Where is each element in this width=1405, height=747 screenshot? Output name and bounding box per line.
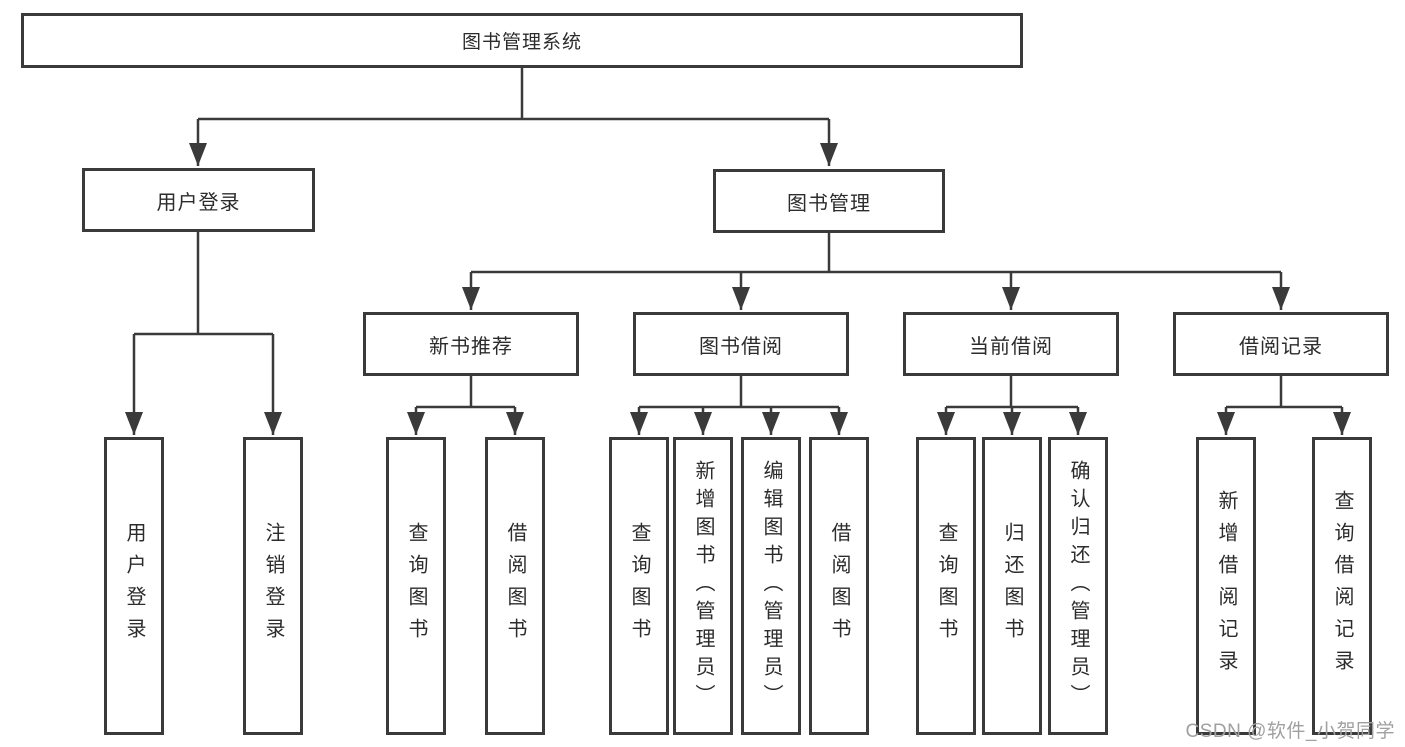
node-borrowing-records: 借阅记录: [1173, 312, 1389, 376]
node-book-borrowing: 图书借阅: [633, 312, 849, 376]
leaf-query-books-current: 查询图书: [916, 437, 976, 735]
leaf-query-books-recommend: 查询图书: [386, 437, 446, 735]
leaf-add-borrow-record-label: 新增借阅记录: [1215, 490, 1237, 682]
leaf-logout-label: 注销登录: [262, 522, 284, 650]
leaf-borrow-books-borrowing-label: 借阅图书: [828, 522, 850, 650]
leaf-edit-book-admin: 编辑图书（管理员）: [741, 437, 801, 735]
node-user-login: 用户登录: [82, 168, 315, 232]
leaf-confirm-return-admin: 确认归还（管理员）: [1048, 437, 1108, 735]
leaf-return-books-label: 归还图书: [1001, 522, 1023, 650]
node-current-borrowing-label: 当前借阅: [969, 335, 1053, 358]
leaf-edit-book-admin-label: 编辑图书（管理员）: [760, 460, 782, 712]
node-book-management: 图书管理: [713, 169, 945, 233]
leaf-query-books-current-label: 查询图书: [935, 522, 957, 650]
node-library-system-label: 图书管理系统: [461, 32, 582, 53]
leaf-query-books-borrowing-label: 查询图书: [628, 522, 650, 650]
leaf-query-books-borrowing: 查询图书: [609, 437, 669, 735]
leaf-logout: 注销登录: [243, 437, 303, 735]
csdn-watermark: CSDN @软件_小贺同学: [1185, 721, 1395, 742]
leaf-user-login-label: 用户登录: [123, 522, 145, 650]
node-library-system: 图书管理系统: [21, 13, 1023, 68]
node-new-book-recommend: 新书推荐: [363, 312, 579, 376]
node-current-borrowing: 当前借阅: [903, 312, 1119, 376]
node-book-management-label: 图书管理: [787, 192, 871, 215]
leaf-return-books: 归还图书: [982, 437, 1042, 735]
node-borrowing-records-label: 借阅记录: [1239, 335, 1323, 358]
leaf-query-borrow-record-label: 查询借阅记录: [1331, 490, 1353, 682]
leaf-borrow-books-recommend: 借阅图书: [485, 437, 545, 735]
node-user-login-label: 用户登录: [156, 191, 241, 214]
leaf-add-borrow-record: 新增借阅记录: [1196, 437, 1256, 735]
leaf-borrow-books-recommend-label: 借阅图书: [504, 522, 526, 650]
leaf-add-book-admin: 新增图书（管理员）: [673, 437, 733, 735]
node-book-borrowing-label: 图书借阅: [699, 335, 783, 358]
node-new-book-recommend-label: 新书推荐: [429, 335, 513, 358]
leaf-add-book-admin-label: 新增图书（管理员）: [692, 460, 714, 712]
leaf-confirm-return-admin-label: 确认归还（管理员）: [1067, 460, 1089, 712]
leaf-user-login: 用户登录: [104, 437, 164, 735]
leaf-query-borrow-record: 查询借阅记录: [1312, 437, 1372, 735]
leaf-borrow-books-borrowing: 借阅图书: [809, 437, 869, 735]
leaf-query-books-recommend-label: 查询图书: [405, 522, 427, 650]
